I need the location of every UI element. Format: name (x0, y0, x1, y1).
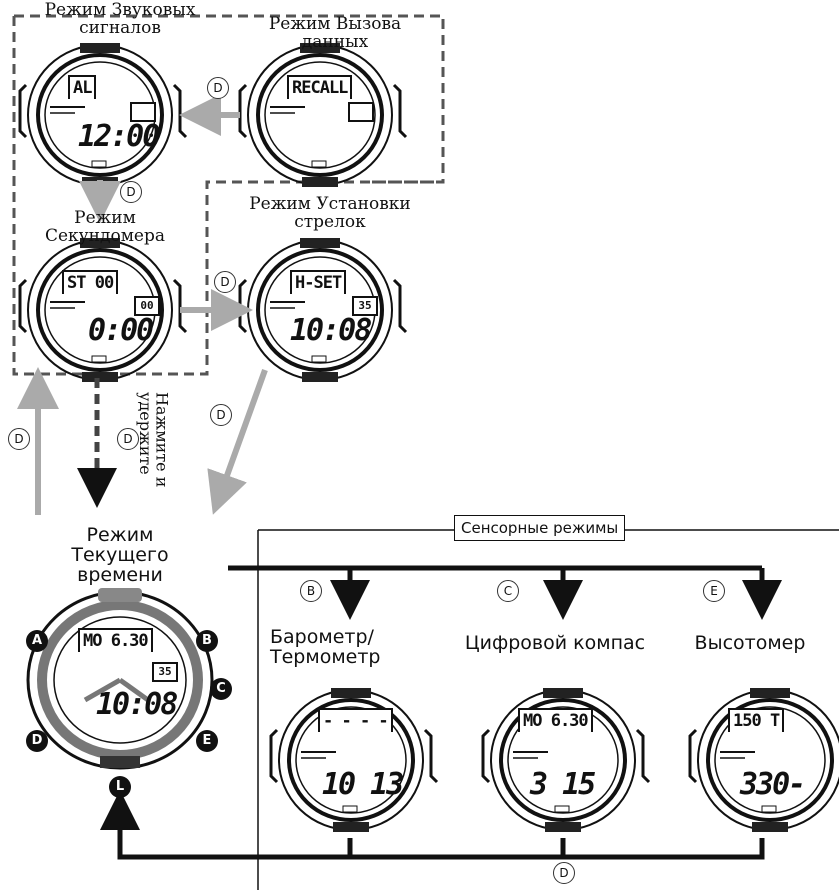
recall-mode-label: Режим Вызова данных (250, 14, 420, 52)
arrow-d-label-5: D (8, 428, 30, 450)
timekeeping-line1: Режим (86, 524, 154, 546)
timekeeping-line2: Текущего (71, 543, 169, 566)
sensor-c-button-label: C (497, 580, 519, 602)
arrow-d-label-hold: D (117, 428, 139, 450)
watch-handset-face (238, 236, 408, 384)
altimeter-label: Высотомер (694, 632, 806, 654)
alarm-lcd-top: AL (68, 75, 97, 99)
dashed-group-top (12, 14, 445, 376)
timekeeping-lcd-top: MO 6.30 (78, 628, 153, 652)
compass-lcd-top: MO 6.30 (518, 708, 593, 732)
barometer-line2: Термометр (270, 645, 381, 668)
handset-lcd-box: 35 (352, 296, 378, 316)
compass-lcd-main: 3 15 (530, 767, 596, 802)
recall-lcd-top: RECALL (287, 75, 353, 99)
alarm-mode-label: Режим Звуковых сигналов (20, 0, 220, 38)
arrow-d-label-3: D (214, 271, 236, 293)
barometer-label: Барометр/ Термометр (270, 626, 430, 668)
arrow-d-label-1: D (207, 77, 229, 99)
stopwatch-lcd-box: 00 (134, 296, 160, 316)
timekeeping-mode-label: Режим Текущего времени (50, 524, 190, 586)
compass-label: Цифровой компас (464, 632, 646, 654)
gray-arrows (17, 94, 268, 515)
arrow-d-label-2: D (120, 181, 142, 203)
hold-instruction: Нажмите и удержите (135, 392, 172, 488)
sensor-modes-title: Сенсорные режимы (454, 515, 626, 541)
handset-line1: Режим Установки (249, 194, 411, 214)
barometer-line1: Барометр/ (270, 626, 374, 648)
sensor-e-button-label: E (703, 580, 725, 602)
alarm-lcd-main: 12:00 (78, 119, 160, 154)
stopwatch-mode-label: Режим Секундомера (40, 208, 170, 246)
alarm-line1: Режим Звуковых (44, 0, 196, 20)
altimeter-lcd-top: 150 T (728, 708, 785, 732)
arrow-d-label-4: D (210, 404, 232, 426)
handset-lcd-top: H-SET (290, 270, 347, 294)
watch-button-e[interactable]: E (196, 730, 218, 752)
watch-button-l[interactable]: L (109, 776, 131, 798)
stopwatch-lcd-main: 0:00 (88, 313, 154, 348)
stopwatch-lcd-top: ST 00 (62, 270, 119, 294)
watch-button-b[interactable]: B (196, 630, 218, 652)
handset-line2: стрелок (294, 211, 366, 232)
sensor-arrows (100, 565, 782, 860)
handset-lcd-main: 10:08 (290, 313, 372, 348)
watch-timekeeping-face (26, 588, 214, 770)
alarm-lcd-box (130, 102, 156, 122)
watch-button-c[interactable]: C (210, 678, 232, 700)
handset-mode-label: Режим Установки стрелок (230, 194, 430, 232)
alarm-line2: сигналов (79, 17, 161, 38)
sensor-b-button-label: B (300, 580, 322, 602)
altimeter-lcd-main: 330- (740, 767, 806, 802)
timekeeping-lcd-box: 35 (152, 662, 178, 682)
watch-alarm-face (18, 41, 188, 189)
barometer-lcd-main: 10 13 (322, 767, 404, 802)
arrow-d-label-bottom: D (553, 862, 575, 884)
watch-stopwatch-face (18, 236, 188, 384)
recall-line2: данных (301, 31, 369, 52)
recall-lcd-box (348, 102, 374, 122)
watch-button-d[interactable]: D (26, 730, 48, 752)
recall-line1: Режим Вызова (268, 14, 402, 34)
timekeeping-line3: времени (77, 563, 163, 586)
timekeeping-lcd-main: 10:08 (96, 687, 178, 722)
stopwatch-line2: Секундомера (44, 225, 166, 246)
watch-recall-face (238, 41, 408, 189)
barometer-lcd-top: - - - - (318, 708, 393, 732)
watch-button-a[interactable]: A (26, 630, 48, 652)
stopwatch-line1: Режим (74, 208, 136, 228)
